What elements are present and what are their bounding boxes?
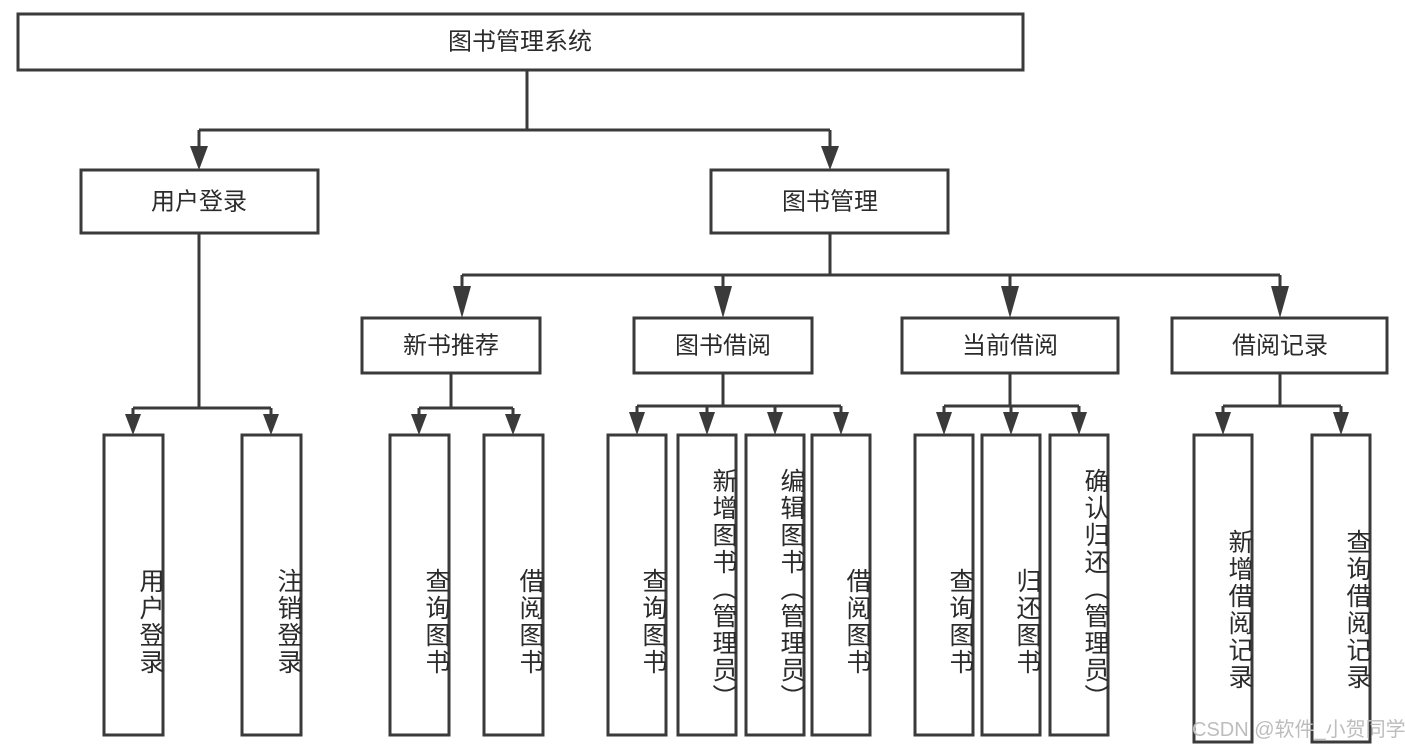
leaf-box-return-book[interactable] — [980, 433, 1042, 737]
leaf-box-user-login[interactable] — [102, 433, 165, 737]
connector-bookmanage-to-level3 — [453, 233, 1289, 318]
connector-bookborrow-to-leaves — [629, 373, 849, 435]
leaf-box-logout[interactable] — [240, 433, 303, 737]
node-label-book-borrow: 图书借阅 — [675, 332, 771, 359]
node-box-user-login[interactable] — [79, 168, 320, 235]
leaf-box-confirm-return[interactable] — [1048, 433, 1110, 737]
leaf-box-query-book-b[interactable] — [606, 433, 668, 737]
connector-newbook-to-leaves — [411, 373, 521, 435]
connector-borrowrecord-to-leaves — [1215, 373, 1349, 435]
leaf-box-edit-book[interactable] — [744, 433, 806, 737]
leaf-box-add-book[interactable] — [676, 433, 738, 737]
node-label-root: 图书管理系统 — [448, 28, 592, 55]
node-label-book-manage: 图书管理 — [782, 188, 878, 215]
leaf-box-borrow-book-a[interactable] — [482, 433, 545, 737]
node-label-new-book-rec: 新书推荐 — [403, 332, 499, 359]
connector-root-to-level2 — [190, 70, 839, 170]
connector-userlogin-to-leaves — [125, 233, 279, 435]
node-box-new-book-rec[interactable] — [360, 316, 542, 375]
leaf-box-borrow-book-b[interactable] — [810, 433, 872, 737]
node-box-book-borrow[interactable] — [632, 316, 814, 375]
leaf-box-add-record[interactable] — [1192, 433, 1254, 744]
node-box-borrow-record[interactable] — [1170, 316, 1389, 375]
leaf-box-query-record[interactable] — [1310, 433, 1372, 744]
node-box-current-borrow[interactable] — [900, 316, 1120, 375]
node-box-book-manage[interactable] — [709, 168, 950, 235]
connector-currentborrow-to-leaves — [936, 373, 1087, 435]
node-label-user-login: 用户登录 — [151, 188, 247, 215]
watermark-text: CSDN @软件_小贺同学 — [1192, 719, 1405, 741]
node-label-current-borrow: 当前借阅 — [962, 332, 1058, 359]
node-label-borrow-record: 借阅记录 — [1232, 332, 1328, 359]
leaf-box-query-book-c[interactable] — [913, 433, 975, 737]
node-box-root[interactable] — [16, 12, 1025, 72]
leaf-box-query-book-a[interactable] — [388, 433, 451, 737]
